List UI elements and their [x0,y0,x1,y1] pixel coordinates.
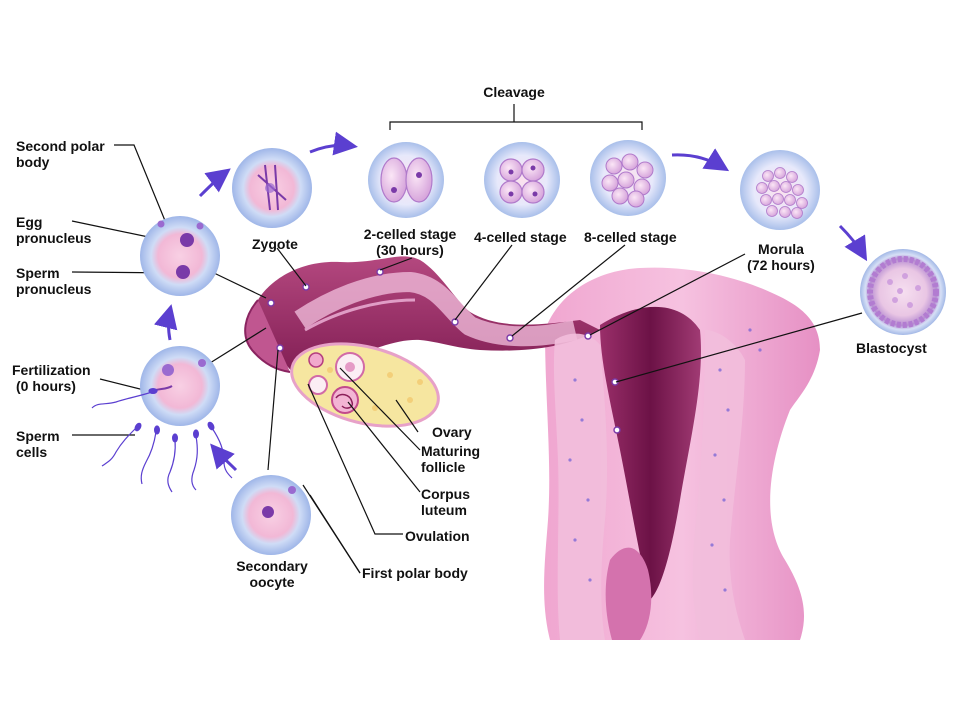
label-ovulation: Ovulation [405,528,470,544]
stage-arrow-icon [153,131,868,472]
label-blastocyst: Blastocyst [856,340,927,356]
pronucleus-cell [140,216,220,296]
two-celled-cell [368,142,444,218]
blastocyst-cell [860,249,946,335]
fertilization-cell [140,346,220,426]
ovary [290,342,440,428]
label-fertilization: Fertilization(0 hours) [12,362,91,394]
embryo-cell-icon [140,140,946,555]
secondary-oocyte-cell [231,475,311,555]
label-eight-celled: 8-celled stage [584,229,677,245]
label-first-polar-body: First polar body [362,565,468,581]
label-cleavage: Cleavage [483,84,545,100]
uterine-cavity [600,306,701,600]
label-ovary: Ovary [432,424,472,440]
morula-cell [740,150,820,230]
label-two-celled: 2-celled stage(30 hours) [363,226,457,258]
zygote-cell [232,148,312,228]
label-four-celled: 4-celled stage [474,229,567,245]
sperm-cell-icon [91,388,233,493]
uterus [244,256,820,640]
eight-celled-cell [590,140,666,216]
label-morula: Morula(72 hours) [747,241,815,273]
label-zygote: Zygote [252,236,298,252]
cervix [605,547,652,640]
four-celled-cell [484,142,560,218]
